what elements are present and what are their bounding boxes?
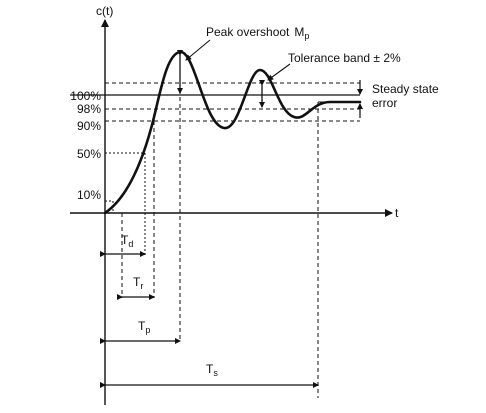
level-98-label: 98% — [77, 102, 101, 116]
level-100-label: 100% — [70, 89, 101, 103]
tr-label: Tr — [133, 275, 143, 291]
steady-state-label-line2: error — [372, 96, 397, 110]
level-50-label: 50% — [77, 147, 101, 161]
ts-label: Ts — [206, 362, 218, 378]
tp-label: Tp — [138, 319, 150, 335]
tolerance-band-label: Tolerance band ± 2% — [288, 51, 401, 65]
level-90-label: 90% — [77, 119, 101, 133]
level-10-label: 10% — [77, 188, 101, 202]
tolerance-leader — [267, 63, 291, 81]
y-axis-label: c(t) — [96, 4, 113, 18]
steady-state-label-line1: Steady state — [372, 82, 439, 96]
td-label: Td — [121, 233, 133, 249]
response-curve — [103, 50, 362, 215]
peak-overshoot-leader — [185, 39, 211, 61]
x-axis-label: t — [395, 206, 399, 220]
